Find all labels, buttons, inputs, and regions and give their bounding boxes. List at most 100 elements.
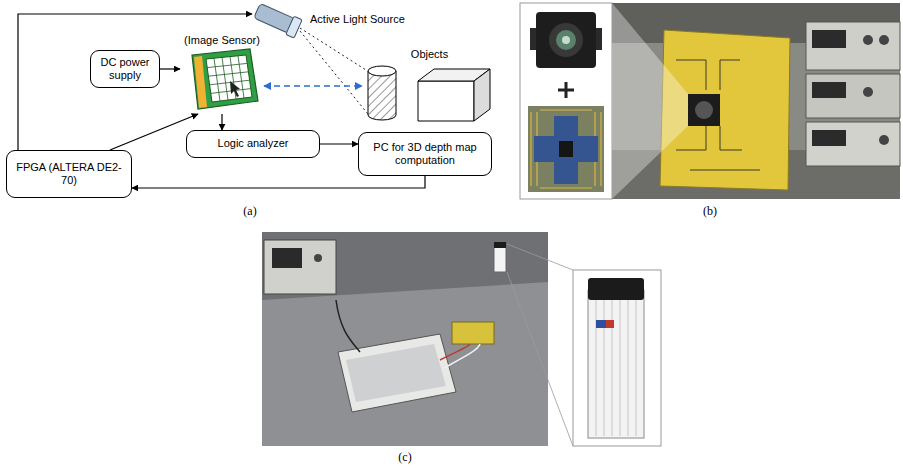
optical-table <box>262 282 548 446</box>
cable <box>336 300 360 352</box>
photo-frame <box>573 270 661 446</box>
sensor-chip <box>180 47 264 111</box>
process-box: FPGA (ALTERA DE2-70) <box>6 150 132 198</box>
panel-label: (c) <box>398 450 411 465</box>
lab-photo <box>612 3 900 199</box>
instrument <box>806 74 900 118</box>
connector-arrow <box>320 143 358 144</box>
cylinder-body <box>588 290 644 438</box>
target-cap <box>494 242 506 248</box>
lens-glint <box>562 36 570 44</box>
grid-line <box>238 56 244 98</box>
equipment-rack <box>806 22 900 166</box>
photo-ground <box>612 3 900 199</box>
cylinder-cap <box>588 278 644 300</box>
instrument <box>264 240 336 294</box>
flag-logo <box>606 320 614 328</box>
grid-line <box>210 80 250 85</box>
light-ray <box>300 31 368 114</box>
photo-frame <box>520 3 612 199</box>
camera-lens <box>695 101 713 119</box>
light-source-icon <box>252 2 304 38</box>
cables <box>336 300 480 368</box>
cube-side <box>474 69 490 121</box>
component-photo <box>520 3 612 199</box>
node-label: (Image Sensor) <box>184 34 260 47</box>
process-box: PC for 3D depth map computation <box>358 132 492 176</box>
board-traces <box>676 60 760 170</box>
node-label: Objects <box>411 48 448 61</box>
bench-photo <box>262 232 661 446</box>
pcb-traces <box>531 110 601 188</box>
knob <box>879 35 889 45</box>
sensor-board <box>452 322 494 344</box>
process-box: DC power supply <box>90 50 160 88</box>
instrument <box>806 122 900 166</box>
pcb-pad <box>534 116 598 184</box>
stripe <box>596 300 636 436</box>
node-label: DC power supply <box>97 56 153 82</box>
node-label: Active Light Source <box>310 13 405 26</box>
grid-line <box>207 64 247 68</box>
knob <box>314 254 322 262</box>
zoom-wedge <box>612 3 688 199</box>
light-lens <box>286 16 302 38</box>
instrument-screen <box>272 248 302 268</box>
grid-line <box>222 58 228 101</box>
plus-sign <box>558 82 574 98</box>
process-box: Logic analyzer <box>186 130 320 158</box>
knob <box>863 35 873 45</box>
sensor-pcb <box>528 106 604 192</box>
objects-figure <box>362 61 497 123</box>
knob <box>863 87 873 97</box>
grid-line <box>214 58 220 101</box>
pcb-trace <box>531 110 601 188</box>
chip-strip <box>194 56 207 108</box>
target-objects: Objects <box>362 48 497 124</box>
node-label: PC for 3D depth map computation <box>365 141 485 167</box>
instrument-screen <box>812 30 846 48</box>
connector-arrow <box>160 68 180 69</box>
connector-arrow <box>132 176 425 188</box>
light-rays <box>300 28 368 114</box>
camera-module <box>688 94 720 126</box>
pointer-symbol <box>230 81 240 97</box>
target-cylinder <box>494 244 506 272</box>
node-label: Logic analyzer <box>218 137 289 150</box>
flag-logo <box>596 320 606 328</box>
connector-arrow <box>221 114 222 130</box>
pixel-array <box>206 55 252 102</box>
zoom-line <box>507 244 573 270</box>
instrument-screen <box>812 130 846 146</box>
node-label: FPGA (ALTERA DE2-70) <box>13 161 125 187</box>
lens-barrel <box>549 23 583 57</box>
cable <box>444 344 480 368</box>
pixel-grid <box>207 56 251 101</box>
panel-label: (b) <box>703 204 717 219</box>
connector-arrow <box>110 114 198 150</box>
knob <box>879 135 889 145</box>
photo-ground <box>262 232 548 446</box>
light-source-body <box>253 2 302 38</box>
lens-holder <box>536 12 596 68</box>
lens-glass <box>556 30 576 50</box>
cylinder-top <box>368 66 396 76</box>
image-sensor: (Image Sensor) <box>180 34 264 114</box>
zoom-lines <box>507 244 573 446</box>
cylinder-object <box>368 71 396 120</box>
sensor-die <box>559 141 573 157</box>
cable <box>440 344 470 360</box>
board-trace <box>676 60 760 170</box>
chip-body <box>192 49 258 109</box>
cube-front <box>418 81 474 121</box>
instrument <box>806 22 900 70</box>
zoom-line <box>507 272 573 446</box>
signal-arrow <box>264 85 362 87</box>
cylinder-stripes <box>596 300 636 436</box>
panel-label: (a) <box>243 204 256 219</box>
instrument-screen <box>812 82 846 98</box>
light-ray <box>300 28 366 70</box>
light-source: Active Light Source <box>252 2 424 38</box>
grid-line <box>208 72 248 76</box>
fpga-board-lid <box>346 344 446 402</box>
